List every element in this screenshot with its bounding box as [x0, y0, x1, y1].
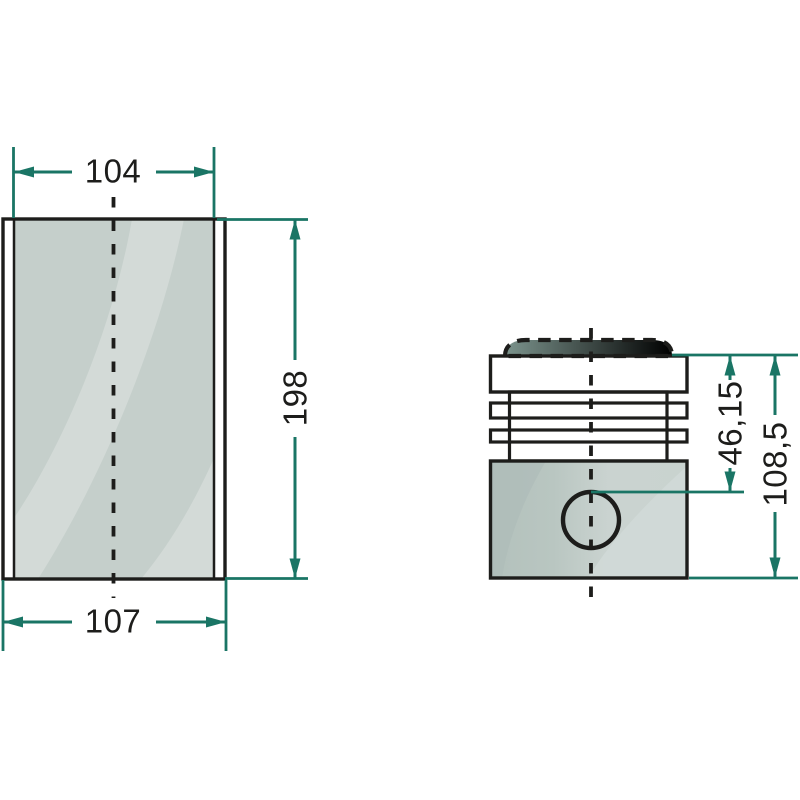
piston-view — [488, 328, 689, 607]
liner-reflection-band — [14, 219, 184, 579]
dim-198-arrow-bottom — [289, 558, 301, 579]
dim-total-height: 108,5 — [757, 355, 794, 578]
liner-reflection-corner — [141, 458, 214, 579]
dim-4615-label: 46,15 — [712, 380, 749, 465]
piston-skirt-highlight — [588, 466, 687, 578]
piston-ring-1 — [488, 401, 689, 420]
piston-skirt-outline — [488, 459, 689, 580]
dim-107-arrow-left — [3, 616, 23, 628]
dim-outer-diameter: 107 — [1, 580, 228, 651]
piston-dimensions: 46,15 108,5 — [591, 353, 798, 580]
dim-4615-arrow-top — [724, 355, 736, 376]
piston-skirt-shadow — [490, 461, 546, 578]
piston-ring-2 — [488, 428, 689, 444]
dim-104-arrow-right — [194, 166, 214, 178]
dim-198-arrow-top — [289, 219, 301, 240]
dim-104-label: 104 — [85, 153, 142, 190]
dim-198-label: 198 — [277, 370, 314, 427]
dim-1085-arrow-bottom — [769, 557, 781, 578]
piston-crown — [502, 337, 675, 359]
dim-1085-arrow-top — [769, 355, 781, 376]
dim-4615-arrow-bottom — [724, 471, 736, 492]
liner-dimensions: 104 107 198 — [1, 147, 314, 651]
dim-104-arrow-left — [14, 166, 34, 178]
dim-107-arrow-right — [206, 616, 226, 628]
cylinder-liner-view — [1, 197, 227, 598]
piston-top-land — [488, 354, 689, 394]
dim-liner-height: 198 — [217, 218, 314, 580]
dim-1085-label: 108,5 — [757, 421, 794, 506]
dim-compression-height: 46,15 — [712, 355, 749, 492]
dim-inner-diameter: 104 — [12, 147, 216, 218]
dim-107-label: 107 — [85, 603, 142, 640]
